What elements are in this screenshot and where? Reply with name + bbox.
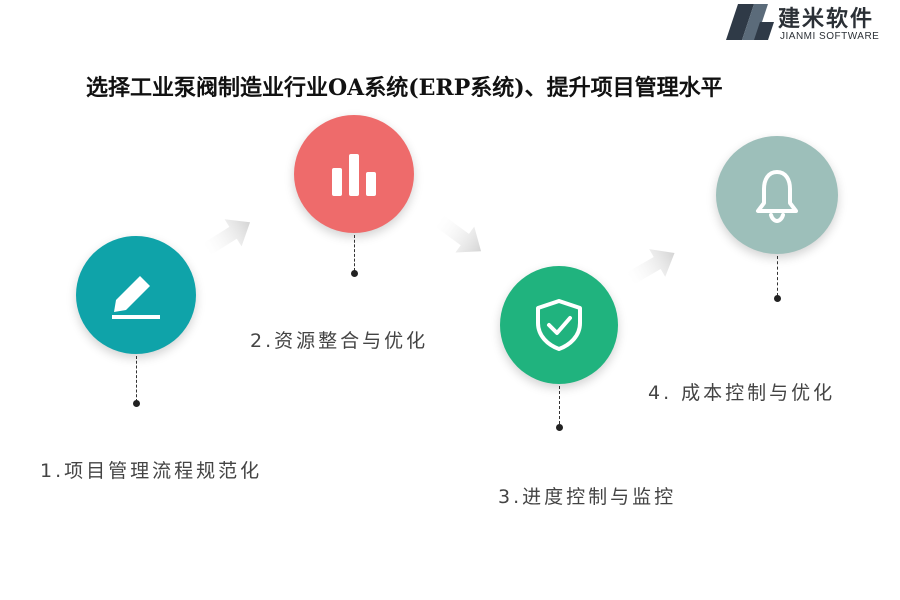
- step-4-stem: [777, 256, 778, 296]
- bar-chart-icon: [332, 154, 376, 196]
- step-2-circle: [294, 115, 414, 233]
- shield-check-icon: [536, 299, 582, 351]
- brand-logo: 建米软件 JIANMI SOFTWARE: [724, 0, 900, 46]
- step-4-circle: [716, 136, 838, 254]
- bell-icon: [756, 170, 798, 223]
- brand-name-en: JIANMI SOFTWARE: [780, 31, 880, 42]
- step-4-label: 4. 成本控制与优化: [648, 382, 836, 404]
- page-title: 选择工业泵阀制造业行业OA系统(ERP系统)、提升项目管理水平: [86, 75, 723, 101]
- step-2-dot: [351, 270, 358, 277]
- step-3-dot: [556, 424, 563, 431]
- step-3-stem: [559, 386, 560, 424]
- step-1-dot: [133, 400, 140, 407]
- step-4-dot: [774, 295, 781, 302]
- arrow-icon: [625, 249, 675, 286]
- step-3-label: 3.进度控制与监控: [498, 486, 677, 508]
- step-3-circle: [500, 266, 618, 384]
- brand-name-cn: 建米软件: [778, 7, 875, 32]
- arrow-icon: [202, 219, 251, 256]
- arrow-icon: [434, 215, 482, 253]
- step-2-label: 2.资源整合与优化: [250, 330, 429, 352]
- step-1-stem: [136, 356, 137, 402]
- step-1-circle: [76, 236, 196, 354]
- pencil-icon: [112, 276, 160, 319]
- jianmi-logo-icon: [726, 4, 774, 40]
- step-1-label: 1.项目管理流程规范化: [40, 460, 263, 482]
- step-2-stem: [354, 235, 355, 271]
